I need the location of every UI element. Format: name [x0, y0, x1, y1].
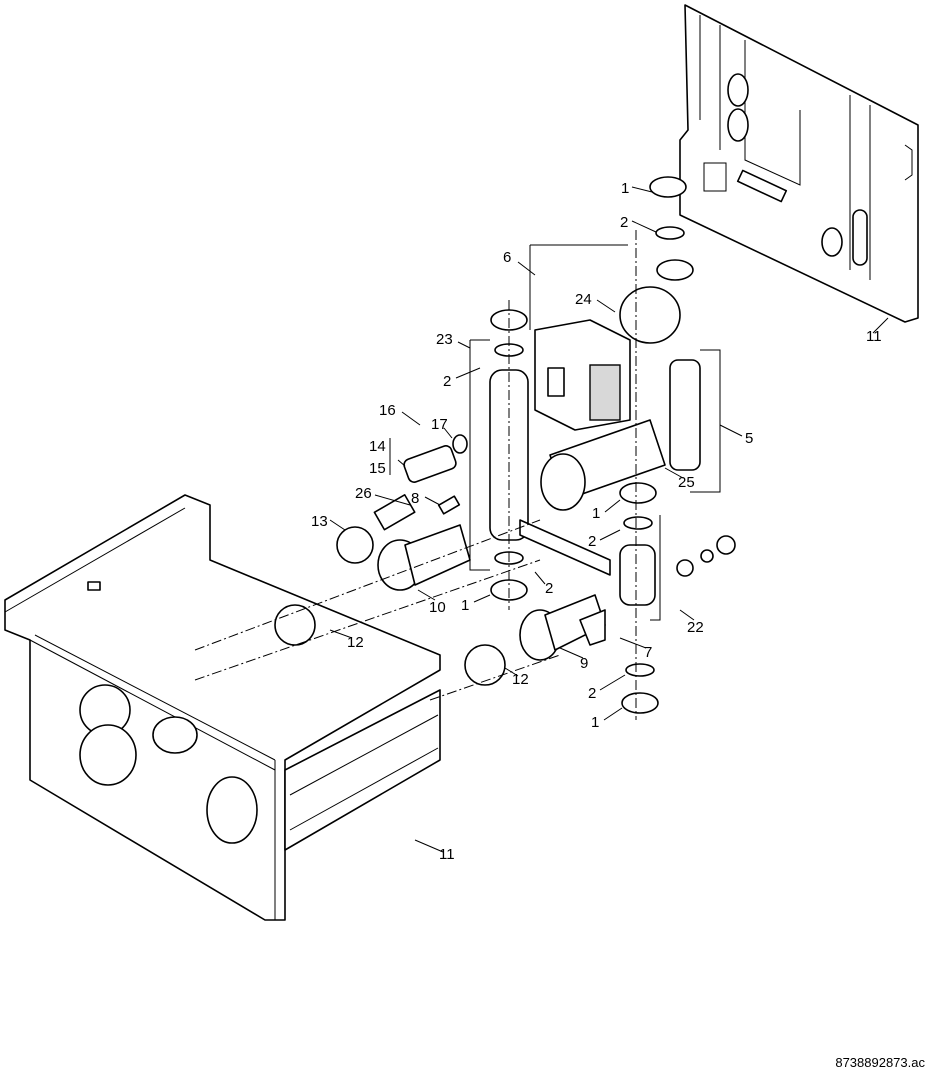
callout-5: 5 — [745, 430, 753, 447]
callout-2: 2 — [620, 214, 628, 231]
callout-24: 24 — [575, 291, 592, 308]
callout-26: 26 — [355, 485, 372, 502]
callout-11: 11 — [439, 846, 455, 863]
callout-2: 2 — [588, 533, 596, 550]
callout-1: 1 — [621, 180, 629, 197]
document-id: 8738892873.ac — [835, 1055, 925, 1070]
callout-25: 25 — [678, 474, 695, 491]
callout-6: 6 — [503, 249, 511, 266]
callout-10: 10 — [429, 599, 446, 616]
callout-2: 2 — [443, 373, 451, 390]
distributor-manifold — [489, 309, 611, 601]
callout-23: 23 — [436, 331, 453, 348]
callout-11: 11 — [866, 328, 882, 345]
base-insulation-box — [4, 494, 441, 921]
union-nut — [649, 176, 687, 198]
back-insulation-panel — [679, 4, 919, 323]
callout-12: 12 — [512, 671, 529, 688]
callout-14: 14 — [369, 438, 386, 455]
callout-1: 1 — [592, 505, 600, 522]
mixer-valve — [619, 482, 736, 714]
seal — [655, 226, 685, 240]
callout-8: 8 — [411, 490, 419, 507]
callout-7: 7 — [644, 644, 652, 661]
callout-1: 1 — [461, 597, 469, 614]
callout-9: 9 — [580, 655, 588, 672]
callout-16: 16 — [379, 402, 396, 419]
callout-labels: 1 2 6 24 11 23 2 16 17 14 15 5 25 26 1 8… — [311, 180, 882, 863]
callout-13: 13 — [311, 513, 328, 530]
callout-15: 15 — [369, 460, 386, 477]
callout-2: 2 — [545, 580, 553, 597]
callout-1: 1 — [591, 714, 599, 731]
callout-22: 22 — [687, 619, 704, 636]
pump-assembly — [534, 259, 701, 511]
callout-17: 17 — [431, 416, 448, 433]
gauges-and-sleeves — [274, 434, 606, 686]
callout-2: 2 — [588, 685, 596, 702]
callout-12: 12 — [347, 634, 364, 651]
